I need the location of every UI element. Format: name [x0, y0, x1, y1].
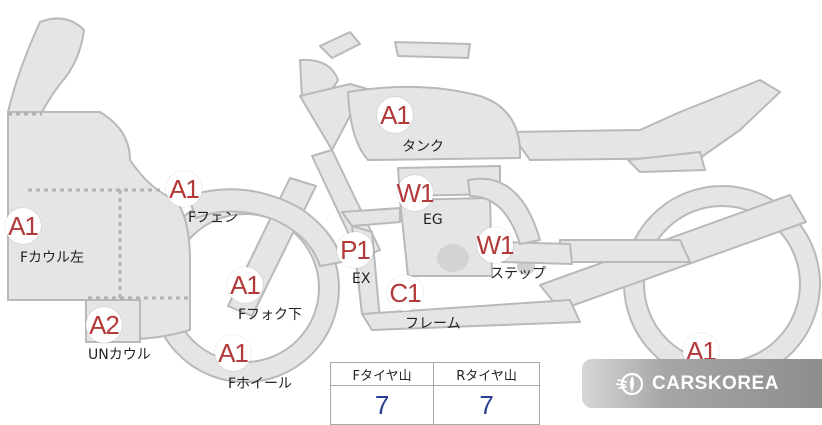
grade-badge-tank: A1 [377, 97, 413, 133]
tire-value-front: 7 [329, 385, 435, 425]
part-label-eg: EG [423, 212, 443, 228]
part-label-tank: タンク [402, 139, 444, 155]
grade-badge-f-cowl-left: A1 [5, 208, 41, 244]
carskorea-logo-text: CARSKOREA [652, 372, 779, 394]
part-label-f-wheel: Fホイール [228, 376, 293, 392]
grade-badge-un-cowl: A2 [86, 307, 122, 343]
part-label-f-fender: Fフェン [188, 210, 239, 226]
tire-header-rear: Rタイヤ山 [433, 362, 540, 386]
part-label-frame: フレーム [405, 316, 461, 332]
grade-badge-frame: C1 [387, 275, 423, 311]
grade-badge-f-fork-lower: A1 [227, 267, 263, 303]
grade-badge-f-wheel: A1 [215, 335, 251, 371]
tire-tread-table: Fタイヤ山 Rタイヤ山 7 7 [329, 362, 540, 425]
grade-badge-f-fender: A1 [166, 171, 202, 207]
carskorea-logo: CARSKOREA [582, 359, 822, 408]
part-label-f-fork-lower: Fフォク下 [238, 307, 303, 323]
part-label-step: ステップ [490, 266, 546, 282]
tire-value-rear: 7 [433, 385, 540, 425]
carskorea-flame-logo-icon [616, 372, 644, 395]
part-label-un-cowl: UNカウル [88, 347, 151, 363]
grade-badge-eg: W1 [397, 175, 435, 211]
grade-badge-ex: P1 [337, 232, 373, 268]
part-label-f-cowl-left: Fカウル左 [20, 250, 85, 266]
grade-badge-step: W1 [477, 227, 515, 263]
tire-header-front: Fタイヤ山 [329, 362, 435, 386]
part-label-ex: EX [352, 271, 371, 287]
